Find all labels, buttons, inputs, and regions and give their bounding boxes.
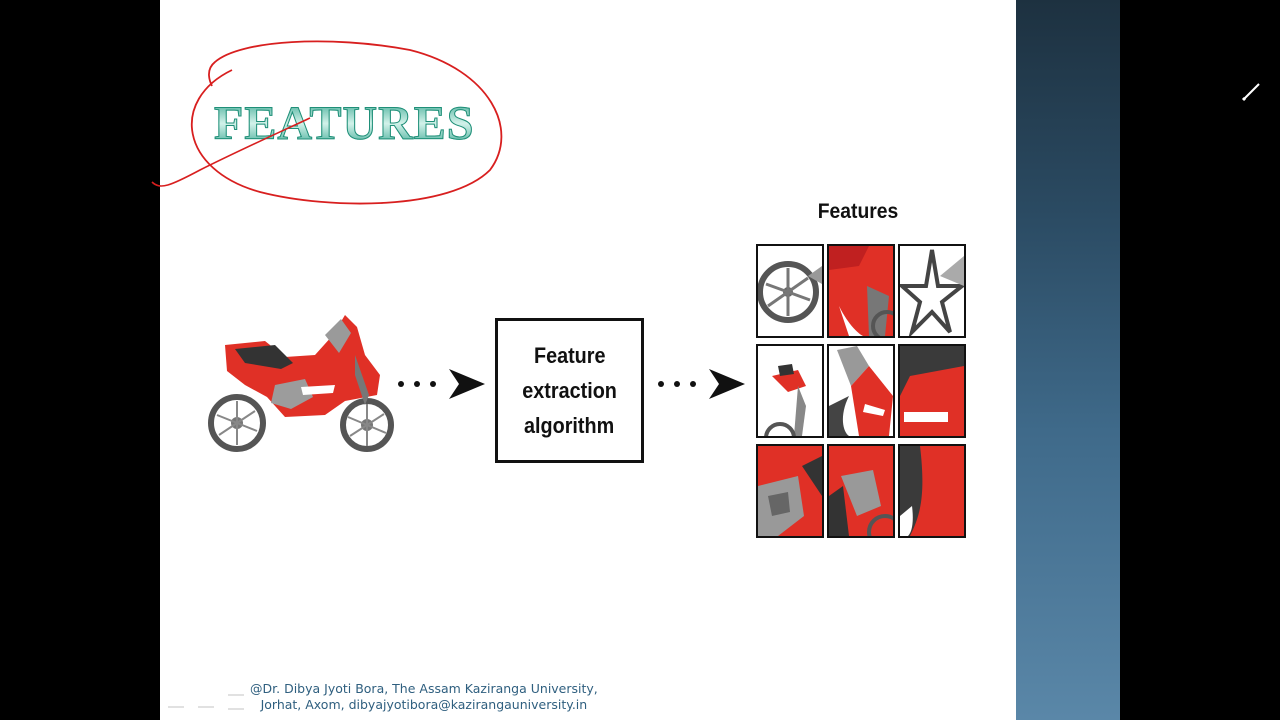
feature-tile-fairing	[827, 244, 895, 338]
feature-tile-tail	[898, 444, 966, 538]
dotted-arrow-icon	[398, 369, 485, 399]
feature-tiles-grid	[756, 244, 968, 542]
feature-tile-spokes	[898, 244, 966, 338]
pen-icon[interactable]	[1240, 80, 1262, 102]
feature-tile-wheel	[756, 244, 824, 338]
feature-tile-engine	[756, 444, 824, 538]
footer-line-1: @Dr. Dibya Jyoti Bora, The Assam Kaziran…	[250, 681, 598, 696]
algo-line-3: algorithm	[524, 413, 615, 438]
back-icon[interactable]	[168, 694, 184, 708]
feature-extraction-box: Feature extraction algorithm	[495, 318, 644, 463]
feature-tile-fork	[827, 444, 895, 538]
feature-tile-mirror	[756, 344, 824, 438]
footer-line-2: Jorhat, Axom, dibyajyotibora@kazirangaun…	[260, 697, 588, 712]
algo-line-2: extraction	[522, 378, 617, 403]
dotted-arrow-icon	[658, 369, 745, 399]
feature-tile-windshield	[827, 344, 895, 438]
features-heading: Features	[817, 200, 899, 223]
motorcycle-icon	[208, 315, 394, 452]
menu-icon[interactable]	[228, 694, 244, 710]
side-gradient-panel	[1016, 0, 1120, 720]
slide-footer: @Dr. Dibya Jyoti Bora, The Assam Kaziran…	[250, 681, 598, 713]
slide-title: FEATURES	[214, 97, 475, 151]
algo-line-1: Feature	[533, 343, 606, 368]
slide-nav-icons	[168, 694, 244, 710]
pen-tool-icon[interactable]	[198, 694, 214, 708]
feature-tile-tank	[898, 344, 966, 438]
right-margin	[1120, 0, 1280, 720]
